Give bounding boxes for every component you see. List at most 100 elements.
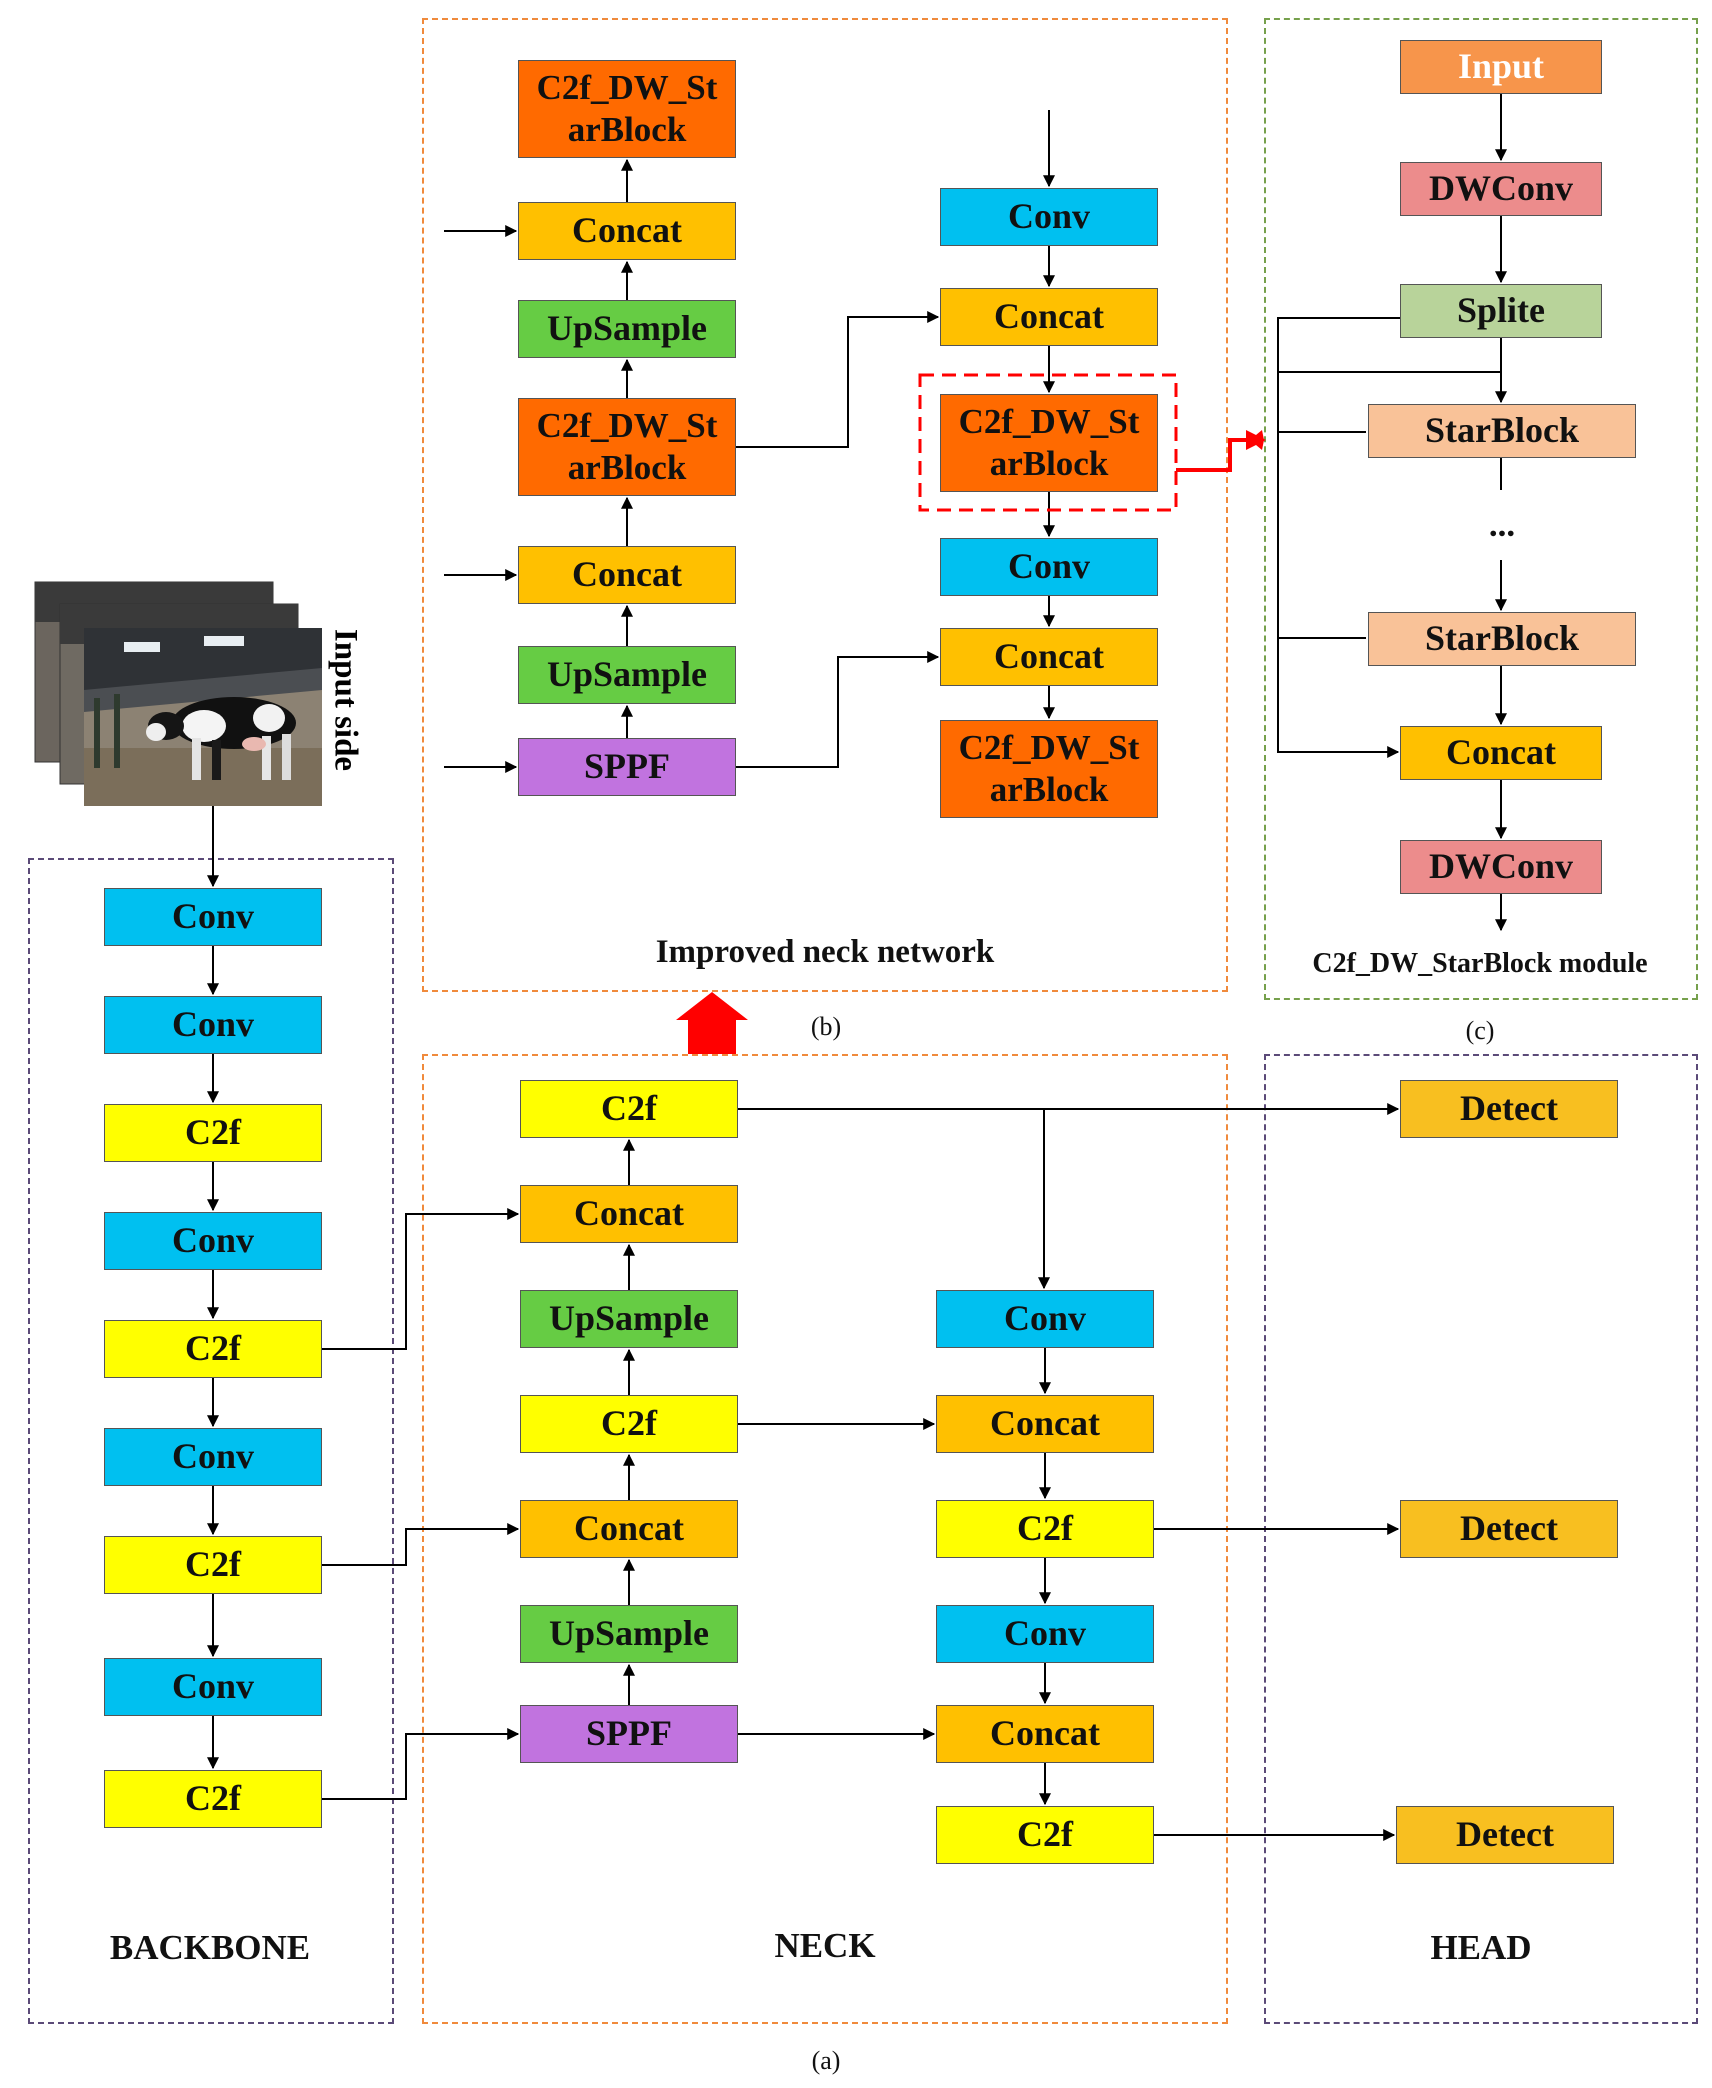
neck-right-concat-1: Concat [936, 1395, 1154, 1453]
improved-cross [736, 311, 940, 448]
backbone-to-neck [322, 1208, 520, 1350]
block-label: Conv [1007, 546, 1091, 587]
block-label: Conv [171, 1004, 255, 1045]
backbone-c2f-2: C2f [104, 1320, 322, 1378]
neck-c2f-top: C2f [520, 1080, 738, 1138]
caption-b: (b) [810, 1012, 842, 1041]
block-label: Detect [1460, 1508, 1558, 1549]
block-label: UpSample [548, 1613, 710, 1654]
module-starblock-2: StarBlock [1368, 612, 1636, 666]
block-label: Concat [1446, 732, 1556, 773]
module-splite: Splite [1400, 284, 1602, 338]
module-bypass [1277, 317, 1400, 758]
block-label: DWConv [1428, 168, 1574, 209]
backbone-frame [28, 858, 394, 2024]
block-label: SPPF [584, 746, 670, 787]
head-detect-2: Detect [1400, 1500, 1618, 1558]
block-label: Conv [1003, 1298, 1087, 1339]
backbone-to-neck [322, 1728, 520, 1800]
block-label-line-1: C2f_DW_St [536, 406, 718, 445]
block-label: Splite [1456, 290, 1545, 331]
neck-right-concat-2: Concat [936, 1705, 1154, 1763]
backbone-c2f-1: C2f [104, 1104, 322, 1162]
block-label: Detect [1456, 1814, 1554, 1855]
improved-cross [736, 651, 940, 768]
module-concat: Concat [1400, 726, 1602, 780]
head-label: HEAD [1430, 1928, 1532, 1967]
upgrade-arrow [676, 992, 748, 1054]
improved-right-conv-1: Conv [940, 188, 1158, 246]
neck-right-c2f-1: C2f [936, 1500, 1154, 1558]
module-ellipsis: ... [1488, 505, 1516, 544]
block-label: C2f [601, 1403, 657, 1444]
backbone-c2f-4: C2f [104, 1770, 322, 1828]
neck-upsample-1: UpSample [520, 1290, 738, 1348]
caption-a: (a) [811, 2046, 841, 2075]
block-label: Conv [1003, 1613, 1087, 1654]
block-label: C2f [185, 1112, 241, 1153]
block-label: Concat [990, 1403, 1100, 1444]
block-label: C2f [1017, 1814, 1073, 1855]
module-dwconv-1: DWConv [1400, 162, 1602, 216]
block-label: Conv [171, 896, 255, 937]
block-label-line-1: C2f_DW_St [958, 402, 1140, 441]
module-starblock-1: StarBlock [1368, 404, 1636, 458]
neck-c2f-mid: C2f [520, 1395, 738, 1453]
module-frame [1264, 18, 1698, 1000]
improved-sppf: SPPF [518, 738, 736, 796]
improved-neck-label: Improved neck network [655, 934, 995, 970]
head-frame [1264, 1054, 1698, 2024]
block-label: DWConv [1428, 846, 1574, 887]
backbone-c2f-3: C2f [104, 1536, 322, 1594]
backbone-label: BACKBONE [109, 1928, 311, 1967]
block-label: C2f [185, 1544, 241, 1585]
backbone-conv-4: Conv [104, 1428, 322, 1486]
block-label: UpSample [546, 654, 708, 695]
block-label: Conv [171, 1666, 255, 1707]
block-label: Concat [572, 210, 682, 251]
neck-upsample-2: UpSample [520, 1605, 738, 1663]
neck-sppf: SPPF [520, 1705, 738, 1763]
block-label: Concat [574, 1508, 684, 1549]
backbone-conv-2: Conv [104, 996, 322, 1054]
neck-right-c2f-2: C2f [936, 1806, 1154, 1864]
improved-right-concat-1: Concat [940, 288, 1158, 346]
neck-frame [422, 1054, 1228, 2024]
neck-right-conv-2: Conv [936, 1605, 1154, 1663]
block-label: SPPF [586, 1713, 672, 1754]
block-label-line-2: arBlock [567, 110, 687, 149]
backbone-conv-5: Conv [104, 1658, 322, 1716]
block-label-line-2: arBlock [567, 448, 687, 487]
backbone-conv-3: Conv [104, 1212, 322, 1270]
caption-c: (c) [1465, 1016, 1495, 1045]
module-label: C2f_DW_StarBlock module [1312, 948, 1648, 979]
input-side-label: Input side [327, 628, 364, 772]
block-label: Conv [171, 1220, 255, 1261]
cow-photo [84, 628, 322, 806]
block-label: C2f [1017, 1508, 1073, 1549]
block-label-line-2: arBlock [989, 770, 1109, 809]
head-detect-3: Detect [1396, 1806, 1614, 1864]
block-label: UpSample [548, 1298, 710, 1339]
block-label: Concat [574, 1193, 684, 1234]
neck-label: NECK [774, 1926, 876, 1965]
block-label: Concat [990, 1713, 1100, 1754]
highlight-arrow [1176, 430, 1266, 472]
block-label: StarBlock [1424, 618, 1579, 659]
backbone-conv-1: Conv [104, 888, 322, 946]
neck-concat-2: Concat [520, 1500, 738, 1558]
block-label-line-1: C2f_DW_St [536, 68, 718, 107]
module-input: Input [1400, 40, 1602, 94]
backbone-to-neck [322, 1523, 520, 1566]
block-label: StarBlock [1424, 410, 1579, 451]
improved-concat-1: Concat [518, 202, 736, 260]
module-dwconv-2: DWConv [1400, 840, 1602, 894]
block-label-line-2: arBlock [989, 444, 1109, 483]
improved-right-concat-2: Concat [940, 628, 1158, 686]
block-label: Concat [994, 636, 1104, 677]
block-label: Conv [171, 1436, 255, 1477]
